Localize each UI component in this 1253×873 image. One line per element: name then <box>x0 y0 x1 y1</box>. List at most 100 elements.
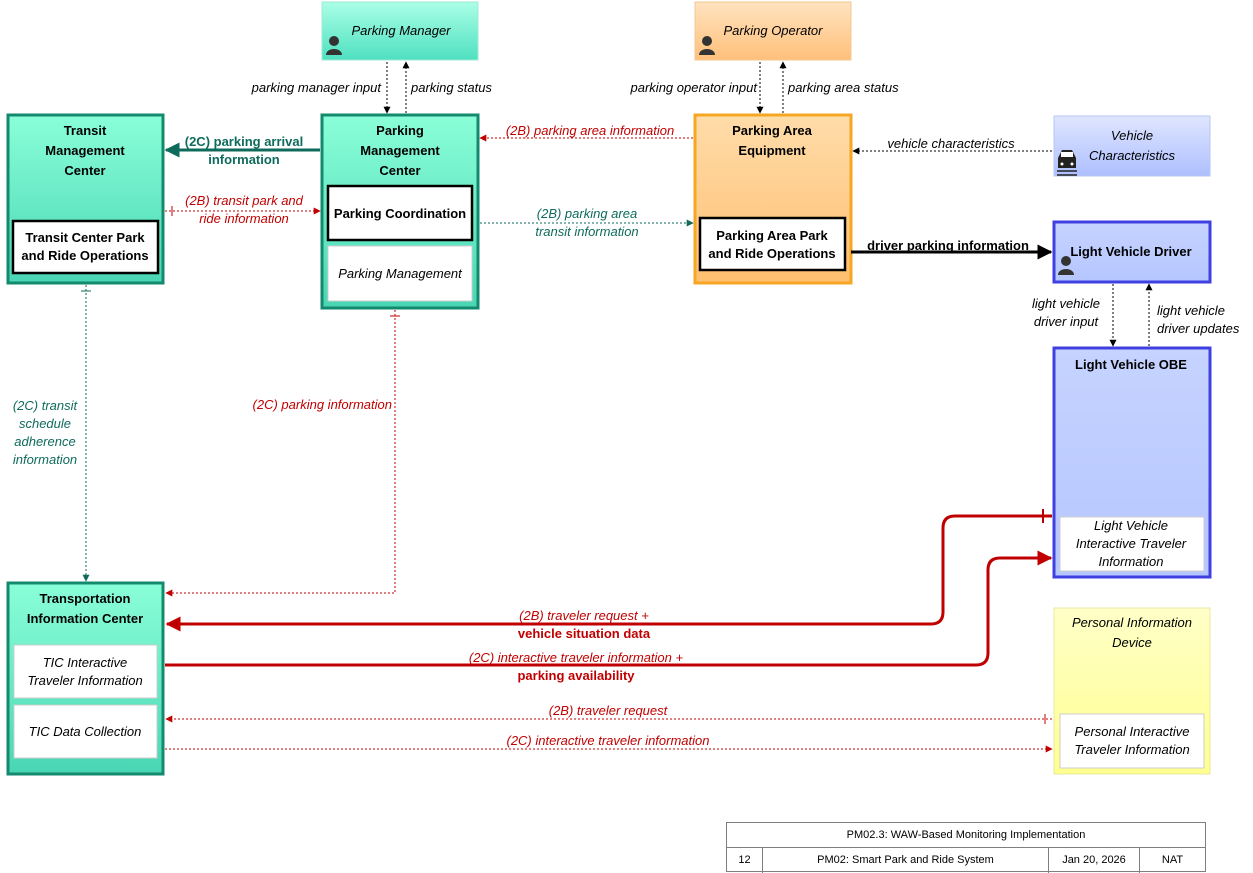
parking-area-equipment-box[interactable]: Parking Area Equipment Parking Area Park… <box>693 113 853 285</box>
tic-data-collection-box[interactable] <box>13 704 158 759</box>
flow-label: vehicle characteristics <box>887 136 1015 151</box>
lv-interactive-ti-box[interactable] <box>1059 516 1205 572</box>
flow-label: information <box>208 152 280 167</box>
flow-parking-arrival-information[interactable]: (2C) parking arrival information <box>164 134 320 167</box>
parking-area-pr-ops-box[interactable] <box>698 216 847 272</box>
flow-label: light vehicle <box>1157 303 1225 318</box>
flow-label: parking manager input <box>251 80 383 95</box>
parking-management-center-box[interactable]: Parking Management Center Parking Coordi… <box>320 113 480 310</box>
flow-label: (2B) parking area <box>537 206 637 221</box>
flow-label: (2C) interactive traveler information <box>506 733 709 748</box>
title-block-page: 12 <box>727 848 763 873</box>
title-block-title: PM02.3: WAW-Based Monitoring Implementat… <box>727 823 1205 848</box>
flow-transit-park-and-ride-information[interactable]: (2B) transit park and ride information <box>165 193 321 226</box>
title-block: PM02.3: WAW-Based Monitoring Implementat… <box>726 822 1206 873</box>
light-vehicle-driver-box[interactable]: Light Vehicle Driver <box>1052 220 1212 284</box>
ticti-label-2: Traveler Information <box>27 673 142 688</box>
flow-label: parking area status <box>787 80 899 95</box>
flow-label: ride information <box>199 211 289 226</box>
flow-interactive-traveler-information[interactable]: (2C) interactive traveler information <box>165 733 1053 753</box>
pae-label-2: Equipment <box>738 143 806 158</box>
tmc-label-2: Management <box>45 143 125 158</box>
car-icon <box>1057 150 1077 176</box>
flow-driver-parking-information[interactable]: driver parking information <box>851 238 1053 260</box>
vehicle-characteristics-box[interactable]: Vehicle Characteristics <box>1053 115 1211 177</box>
papr-label-1: Parking Area Park <box>716 228 828 243</box>
personal-interactive-ti-box[interactable] <box>1059 713 1205 769</box>
flow-parking-information[interactable]: (2C) parking information <box>165 310 400 597</box>
flow-label: (2C) interactive traveler information + <box>469 650 684 665</box>
flow-label: information <box>13 452 77 467</box>
pmc-label-1: Parking <box>376 123 424 138</box>
pid-label-1: Personal Information <box>1072 615 1192 630</box>
parking-manager-label: Parking Manager <box>352 23 452 38</box>
flow-light-vehicle-driver-updates[interactable]: light vehicle driver updates <box>1145 283 1240 346</box>
flow-light-vehicle-driver-input[interactable]: light vehicle driver input <box>1032 284 1117 347</box>
transit-center-pr-ops-box[interactable] <box>11 219 160 275</box>
parking-coordination-label: Parking Coordination <box>334 206 466 221</box>
transit-management-center-box[interactable]: Transit Management Center Transit Center… <box>6 113 165 285</box>
pmc-label-3: Center <box>379 163 420 178</box>
flow-label: (2B) parking area information <box>506 123 674 138</box>
flow-label: driver parking information <box>867 238 1029 253</box>
parking-operator-box[interactable]: Parking Operator <box>694 1 852 61</box>
flow-parking-operator-input[interactable]: parking operator input <box>630 62 764 114</box>
lvti-label-1: Light Vehicle <box>1094 518 1168 533</box>
title-block-org: NAT <box>1161 854 1184 866</box>
pti-label-1: Personal Interactive <box>1075 724 1190 739</box>
flow-label: driver updates <box>1157 321 1240 336</box>
tic-label-1: Transportation <box>39 591 130 606</box>
tic-data-collection-label: TIC Data Collection <box>29 724 142 739</box>
personal-information-device-box[interactable]: Personal Information Device Personal Int… <box>1053 607 1211 775</box>
flow-transit-schedule-adherence[interactable]: (2C) transit schedule adherence informat… <box>6 285 91 582</box>
parking-management-box[interactable] <box>327 245 473 302</box>
pid-label-2: Device <box>1112 635 1152 650</box>
papr-label-2: and Ride Operations <box>708 246 835 261</box>
flow-label: (2B) transit park and <box>185 193 304 208</box>
title-block-date: Jan 20, 2026 <box>1049 848 1140 873</box>
flow-parking-manager-input[interactable]: parking manager input <box>251 62 391 114</box>
tic-label-2: Information Center <box>27 611 143 626</box>
pae-label-1: Parking Area <box>732 123 812 138</box>
flow-parking-area-transit-information[interactable]: (2B) parking area transit information <box>480 206 694 239</box>
flow-label: schedule <box>19 416 71 431</box>
flow-label: (2B) traveler request <box>549 703 669 718</box>
lvti-label-2: Interactive Traveler <box>1076 536 1187 551</box>
parking-coordination-box[interactable] <box>326 184 474 242</box>
flow-label: (2B) traveler request + <box>519 608 649 623</box>
transportation-information-center-box[interactable]: Transportation Information Center TIC In… <box>6 581 165 776</box>
lvti-label-3: Information <box>1098 554 1163 569</box>
flow-parking-area-status[interactable]: parking area status <box>779 61 899 113</box>
tic-interactive-ti-box[interactable] <box>13 644 158 699</box>
ticti-label-1: TIC Interactive <box>43 655 128 670</box>
flow-traveler-request[interactable]: (2B) traveler request <box>165 703 1052 724</box>
parking-operator-label: Parking Operator <box>724 23 824 38</box>
vehicle-characteristics-label-1: Vehicle <box>1111 128 1153 143</box>
parking-manager-box[interactable]: Parking Manager <box>321 1 479 61</box>
tcpr-label-1: Transit Center Park <box>25 230 145 245</box>
flow-vehicle-characteristics[interactable]: vehicle characteristics <box>852 136 1052 155</box>
light-vehicle-obe-label: Light Vehicle OBE <box>1075 357 1187 372</box>
tcpr-label-2: and Ride Operations <box>21 248 148 263</box>
flow-label: parking availability <box>517 668 635 683</box>
flow-traveler-request-vehicle-situation[interactable]: (2B) traveler request + vehicle situatio… <box>165 509 1052 641</box>
light-vehicle-obe-box[interactable]: Light Vehicle OBE Light Vehicle Interact… <box>1052 346 1212 579</box>
flow-parking-status[interactable]: parking status <box>402 61 492 113</box>
flow-label: light vehicle <box>1032 296 1100 311</box>
title-block-package: PM02: Smart Park and Ride System <box>763 848 1049 873</box>
flow-label: adherence <box>14 434 75 449</box>
flow-label: parking operator input <box>630 80 759 95</box>
tmc-label-1: Transit <box>64 123 107 138</box>
flow-label: vehicle situation data <box>518 626 651 641</box>
flow-label: (2C) transit <box>13 398 79 413</box>
pmc-label-2: Management <box>360 143 440 158</box>
light-vehicle-driver-label: Light Vehicle Driver <box>1070 244 1191 259</box>
flow-label: parking status <box>410 80 492 95</box>
flow-parking-area-information[interactable]: (2B) parking area information <box>479 123 693 142</box>
flow-interactive-traveler-info-parking-availability[interactable]: (2C) interactive traveler information + … <box>165 550 1053 683</box>
vehicle-characteristics-label-2: Characteristics <box>1089 148 1175 163</box>
pti-label-2: Traveler Information <box>1074 742 1189 757</box>
flow-label: driver input <box>1034 314 1100 329</box>
parking-management-label: Parking Management <box>338 266 463 281</box>
